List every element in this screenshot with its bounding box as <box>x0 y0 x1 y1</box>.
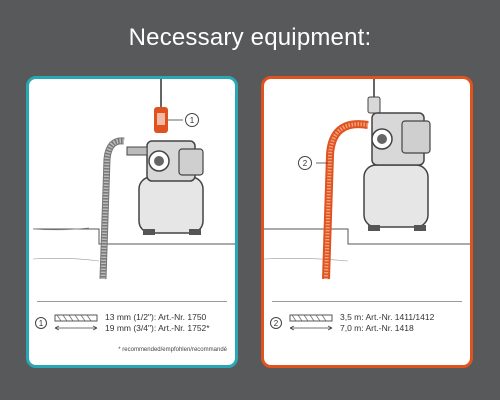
suction-hose-icon <box>322 120 369 280</box>
equipment-panel-suction-hose: 2 2 3,5 m: Art.-Nr. 1411/1412 7,0 m: Art… <box>261 76 473 368</box>
page-title: Necessary equipment: <box>128 24 372 51</box>
footnote: * recommended/empfohlen/recommandé <box>118 347 227 353</box>
pump-scene-illustration <box>32 79 235 280</box>
spec-line: 3,5 m: Art.-Nr. 1411/1412 <box>340 312 435 322</box>
spec-row: 1 13 mm (1/2"): Art.-Nr. 1750 19 mm (3/4… <box>35 310 231 336</box>
divider <box>272 301 462 302</box>
pump-scene-illustration <box>264 79 470 280</box>
spec-line: 19 mm (3/4"): Art.-Nr. 1752* <box>105 323 210 333</box>
equipment-panel-suction-connector: 1 1 13 mm (1/2"): Art.-Nr. 1750 19 mm (3… <box>26 76 238 368</box>
water-pump-icon <box>126 140 204 235</box>
item-number-badge: 1 <box>35 317 47 329</box>
hose-sample-icon <box>289 314 333 331</box>
spec-row: 2 3,5 m: Art.-Nr. 1411/1412 7,0 m: Art.-… <box>270 310 466 336</box>
suction-hose-icon <box>99 137 125 280</box>
callout-1: 1 <box>185 113 199 127</box>
spec-line: 7,0 m: Art.-Nr. 1418 <box>340 323 414 333</box>
callout-2: 2 <box>298 156 312 170</box>
hose-sample-icon <box>54 314 98 331</box>
water-pump-icon <box>363 79 431 231</box>
item-number-badge: 2 <box>270 317 282 329</box>
divider <box>37 301 227 302</box>
spec-line: 13 mm (1/2"): Art.-Nr. 1750 <box>105 312 207 322</box>
